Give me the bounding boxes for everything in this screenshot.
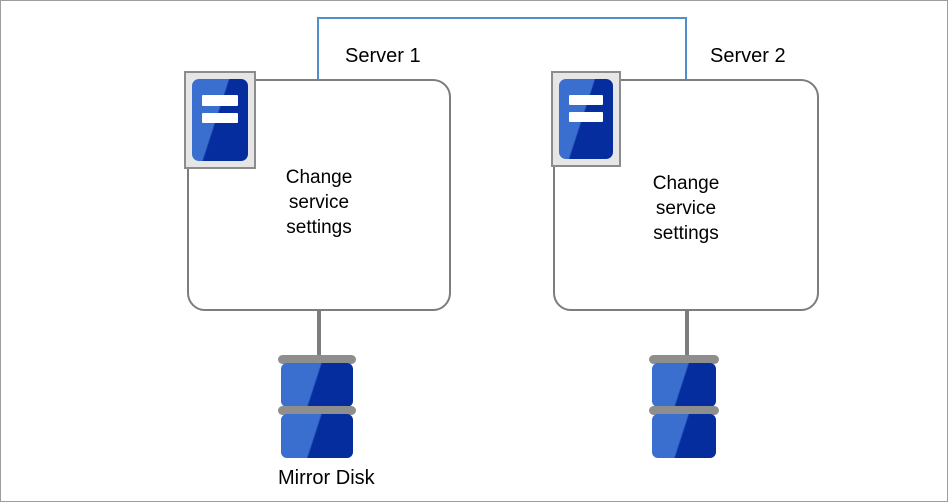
server-2-body-line-3: settings <box>653 223 719 244</box>
server-icon-bar-top <box>202 95 238 107</box>
server-2-body-line-1: Change <box>652 173 720 194</box>
server-icon-glyph <box>192 79 248 161</box>
server-1-body-line-2: service <box>288 192 350 213</box>
server-2-body-line-2: service <box>655 198 717 219</box>
disk-icon-platter-top <box>281 363 353 407</box>
server-icon-glyph <box>559 79 613 159</box>
server-1-body-text: Change service settings <box>189 165 449 240</box>
mirror-disk-2 <box>649 355 719 465</box>
disk-icon-bar-top <box>278 355 356 364</box>
mirror-disk-1: Mirror Disk <box>278 355 375 488</box>
server-2-disk-connector <box>685 311 689 361</box>
disk-icon-platter-bottom <box>281 414 353 458</box>
server-2-label: Server 2 <box>710 45 786 67</box>
disk-icon-bar-middle <box>278 406 356 415</box>
server-1-body-line-1: Change <box>285 167 353 188</box>
server-1-label: Server 1 <box>345 45 421 67</box>
server-icon-bar-top <box>568 95 604 106</box>
server-1-server-icon <box>184 71 256 169</box>
disk-icon-platter-top <box>652 363 716 407</box>
server-1-disk-connector <box>317 311 321 361</box>
disk-icon-bar-middle <box>649 406 719 415</box>
server-2-server-icon <box>551 71 621 167</box>
disk-icon-bar-top <box>649 355 719 364</box>
mirror-disk-1-label: Mirror Disk <box>278 467 375 489</box>
cluster-link-bracket <box>317 17 687 79</box>
server-2-body-text: Change service settings <box>555 171 817 246</box>
server-icon-bar-bottom <box>202 112 238 124</box>
server-1-body-line-3: settings <box>286 217 352 238</box>
server-icon-bar-bottom <box>568 111 604 123</box>
disk-icon-platter-bottom <box>652 414 716 458</box>
